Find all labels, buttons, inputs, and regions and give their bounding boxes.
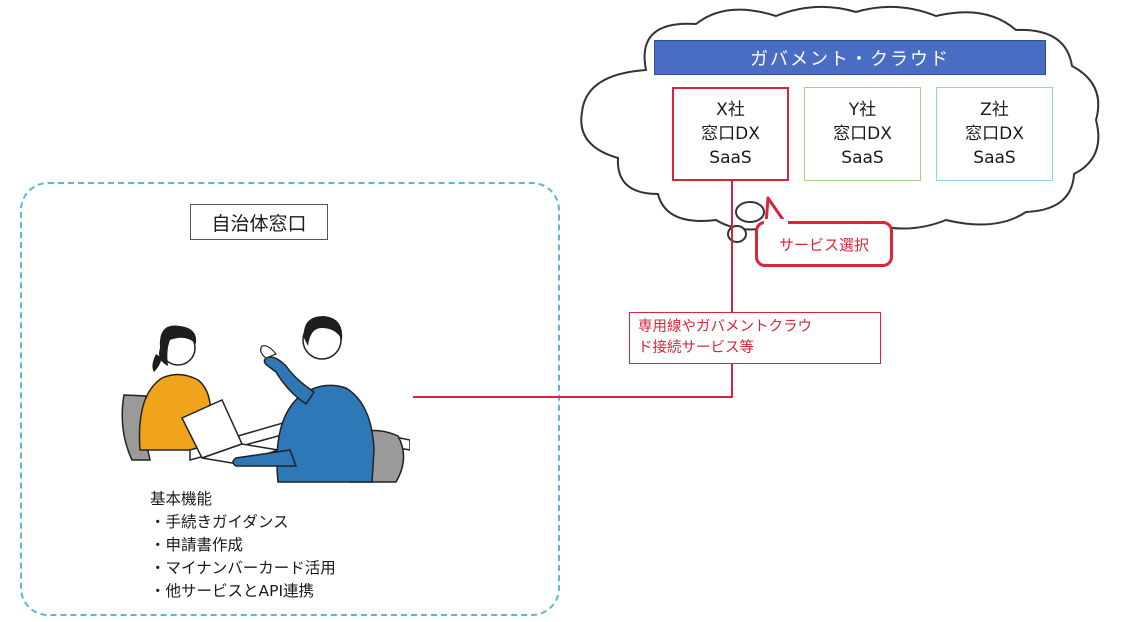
government-cloud-banner: ガバメント・クラウド <box>654 40 1046 75</box>
counter-consultation-illustration <box>121 316 410 483</box>
vendor-service: 窓口DX <box>701 124 760 144</box>
basic-features-list: 基本機能 ・手続きガイダンス ・申請書作成 ・マイナンバーカード活用 ・他サービ… <box>150 488 336 603</box>
vendor-x-saas[interactable]: X社 窓口DX SaaS <box>672 87 789 181</box>
feature-item: ・申請書作成 <box>150 536 244 554</box>
vendor-type: SaaS <box>973 148 1016 168</box>
vendor-z-saas[interactable]: Z社 窓口DX SaaS <box>936 87 1053 181</box>
vendor-service: 窓口DX <box>833 124 892 144</box>
vendor-name: Z社 <box>980 100 1009 120</box>
features-heading: 基本機能 <box>150 490 213 508</box>
counter-title: 自治体窓口 <box>190 204 328 240</box>
thought-bubble <box>735 201 765 223</box>
connection-label: 専用線やガバメントクラウ ド接続サービス等 <box>629 312 881 364</box>
vendor-name: X社 <box>716 100 745 120</box>
vendor-type: SaaS <box>709 148 752 168</box>
feature-item: ・手続きガイダンス <box>150 513 289 531</box>
vendor-y-saas[interactable]: Y社 窓口DX SaaS <box>804 87 921 181</box>
vendor-service: 窓口DX <box>965 124 1024 144</box>
feature-item: ・他サービスとAPI連携 <box>150 582 315 600</box>
woman-hair <box>159 325 197 366</box>
service-selection-callout: サービス選択 <box>755 221 893 267</box>
municipal-counter-region <box>20 182 560 616</box>
callout-pointer-mask <box>764 219 788 227</box>
vendor-name: Y社 <box>848 100 877 120</box>
man-hair <box>303 316 343 346</box>
man-body <box>276 384 375 483</box>
connection-label-line: ド接続サービス等 <box>638 340 754 356</box>
feature-item: ・マイナンバーカード活用 <box>150 559 336 577</box>
vendor-type: SaaS <box>841 148 884 168</box>
connection-label-line: 専用線やガバメントクラウ <box>638 319 812 335</box>
